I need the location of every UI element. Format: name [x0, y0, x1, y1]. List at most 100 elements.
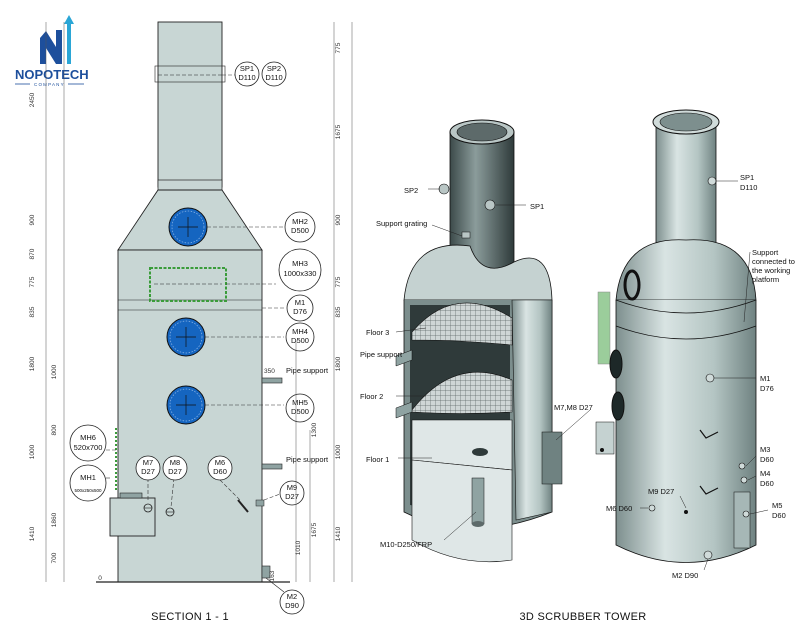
m6-nozzle — [237, 499, 249, 513]
label-support-line2: connected to — [752, 257, 795, 266]
balloon-mh1: MH1 500x250x500 — [69, 464, 107, 502]
svg-text:MH3: MH3 — [292, 259, 308, 268]
dim-left-7: 800 — [51, 424, 58, 435]
svg-text:MH1: MH1 — [80, 473, 96, 482]
dim-right-9: 1410 — [335, 526, 342, 541]
label-support-grating: Support grating — [376, 219, 427, 228]
dim-left-9: 1860 — [51, 512, 58, 527]
svg-text:M7: M7 — [143, 458, 153, 467]
label-floor-1: Floor 1 — [366, 455, 389, 464]
dim-right-4: 835 — [335, 306, 342, 317]
label-m4: M4 — [760, 469, 770, 478]
svg-text:MH4: MH4 — [292, 327, 308, 336]
dim-left-0: 2450 — [29, 92, 36, 107]
logo-arrow-icon — [64, 15, 74, 64]
m7-m8-bracket — [541, 431, 563, 485]
svg-text:D76: D76 — [293, 307, 307, 316]
label-m3-size: D60 — [760, 455, 774, 464]
svg-text:D27: D27 — [141, 467, 155, 476]
label-sp1-size: D110 — [740, 183, 757, 192]
dim-right-0: 775 — [335, 42, 342, 53]
dim-right-5: 1800 — [335, 356, 342, 371]
dim-right-2: 900 — [335, 214, 342, 225]
floor-3-grating — [411, 302, 513, 346]
dim-left-6: 1000 — [51, 364, 58, 379]
label-m4-size: D60 — [760, 479, 774, 488]
tower-3d-cutaway: SP2 SP1 Support grating Floor 3 Pipe sup… — [360, 119, 593, 563]
svg-text:M2: M2 — [287, 592, 297, 601]
label-support-line3: the working — [752, 266, 790, 275]
balloon-m1: M1 D76 — [286, 294, 314, 322]
svg-text:MH5: MH5 — [292, 398, 308, 407]
dim-left-5: 1800 — [29, 356, 36, 371]
logo-subtitle: COMPANY — [34, 82, 65, 87]
pipe-support-label-1: Pipe support — [286, 366, 329, 375]
dim-right-11: 163 — [269, 570, 276, 581]
logo-n-mark — [40, 30, 62, 64]
svg-text:D500: D500 — [291, 336, 309, 345]
dim-left-2: 870 — [29, 248, 36, 259]
label-floor-2: Floor 2 — [360, 392, 383, 401]
sp2-nozzle — [438, 183, 450, 195]
tower-3d-exterior: SP1 D110 Support connected to the workin… — [595, 109, 795, 580]
label-m10: M10-D250/FRP — [380, 540, 432, 549]
balloon-mh4: MH4 D500 — [285, 322, 315, 352]
svg-text:M1: M1 — [295, 298, 305, 307]
balloon-m2: M2 D90 — [279, 589, 305, 615]
svg-text:D500: D500 — [291, 226, 309, 235]
label-m3: M3 — [760, 445, 770, 454]
label-m7-m8: M7,M8 D27 — [554, 403, 593, 412]
svg-text:D60: D60 — [213, 467, 227, 476]
dim-right-1: 1675 — [335, 124, 342, 139]
svg-text:D500: D500 — [291, 407, 309, 416]
dim-left-10: 1410 — [29, 526, 36, 541]
company-logo: NOPOTECH COMPANY — [15, 15, 89, 87]
svg-text:SP1: SP1 — [240, 64, 254, 73]
sp-flange — [154, 65, 226, 83]
dim-left-11: 700 — [51, 552, 58, 563]
balloon-mh6: MH6 520x700 — [69, 424, 107, 462]
dim-left-8: 1000 — [29, 444, 36, 459]
label-support-line1: Support — [752, 248, 779, 257]
svg-text:D27: D27 — [168, 467, 182, 476]
pipe-support-lower — [261, 463, 283, 470]
label-floor-3: Floor 3 — [366, 328, 389, 337]
label-m1-size: D76 — [760, 384, 774, 393]
label-support-line4: platform — [752, 275, 779, 284]
balloon-m8: M8 D27 — [162, 455, 188, 481]
mh3-hatch — [149, 267, 227, 302]
mh2-manhole — [168, 207, 208, 247]
dims-left: 2450900870775835180010008001000186014107… — [29, 92, 102, 582]
balloon-sp2: SP2 D110 — [261, 61, 287, 87]
label-m6: M6 D60 — [606, 504, 632, 513]
balloon-mh3: MH3 1000x330 — [278, 248, 322, 292]
mh5-manhole — [166, 385, 206, 425]
svg-text:1000x330: 1000x330 — [284, 269, 317, 278]
tower-3d-caption: 3D SCRUBBER TOWER — [520, 611, 647, 623]
dim-left-3: 775 — [29, 276, 36, 287]
pipe-support-label-2: Pipe support — [286, 455, 329, 464]
label-sp1-exterior: SP1 — [740, 173, 754, 182]
m9-nozzle — [255, 499, 265, 507]
svg-text:M9: M9 — [287, 483, 297, 492]
stack-body — [157, 21, 223, 188]
svg-text:D110: D110 — [238, 73, 255, 82]
svg-text:M6: M6 — [215, 458, 225, 467]
balloon-mh5: MH5 D500 — [285, 393, 315, 423]
balloon-m7: M7 D27 — [135, 455, 161, 481]
pipe-support-upper — [261, 377, 283, 384]
dim-right-6: 1300 — [311, 422, 318, 437]
dimension-lines — [45, 22, 353, 582]
dim-350: 350 — [264, 368, 275, 375]
svg-text:SP2: SP2 — [267, 64, 281, 73]
label-pipe-support: Pipe support — [360, 350, 403, 359]
dim-right-3: 775 — [335, 276, 342, 287]
label-m9: M9 D27 — [648, 487, 674, 496]
sp1-nozzle — [484, 199, 496, 211]
label-sp1: SP1 — [530, 202, 544, 211]
floor-2-grating — [411, 371, 513, 414]
label-m5: M5 — [772, 501, 782, 510]
